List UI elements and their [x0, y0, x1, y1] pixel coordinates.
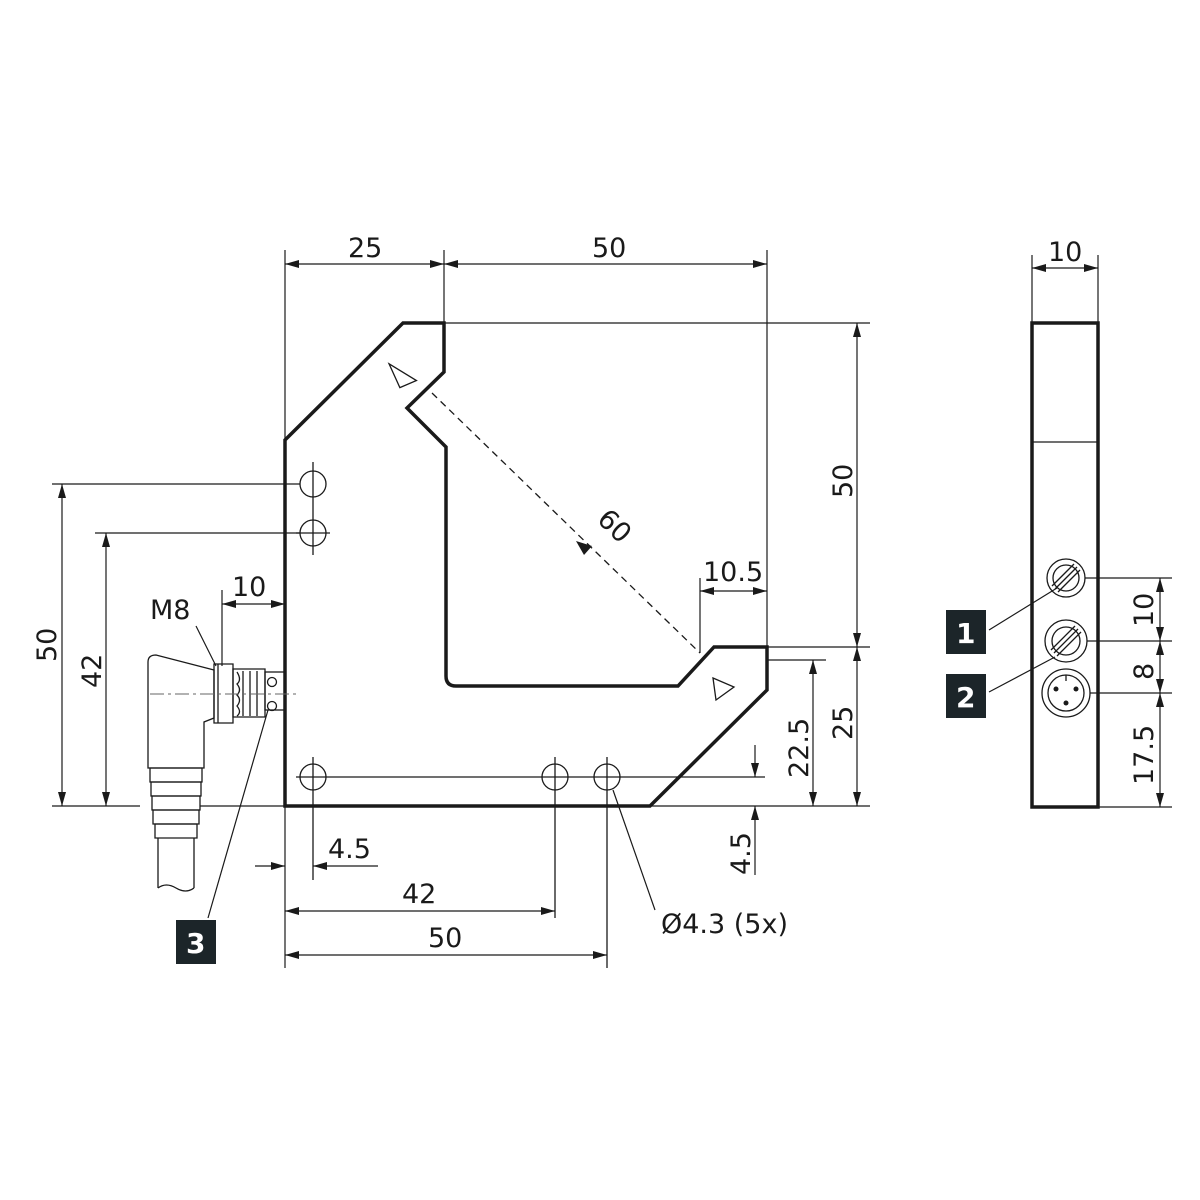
dim-50-bottom: 50	[428, 923, 462, 954]
left-dimensions: 50 42	[32, 483, 300, 807]
svg-text:2: 2	[956, 681, 975, 714]
dim-50-right: 50	[828, 464, 859, 498]
dim-10-connector: 10	[232, 572, 266, 603]
front-view: 60 25 50	[32, 233, 870, 968]
badge-1: 1	[946, 610, 986, 654]
optical-axis-line	[431, 392, 701, 654]
receiver-triangle-icon	[387, 362, 418, 389]
dim-42-bottom: 42	[402, 879, 436, 910]
optical-axis-arrow	[576, 541, 592, 555]
dim-8-side: 8	[1129, 663, 1160, 680]
dim-50-left: 50	[32, 628, 63, 662]
dim-10-thickness: 10	[1048, 237, 1082, 268]
dim-42-left: 42	[77, 654, 108, 688]
hole-diameter-label: Ø4.3 (5x)	[661, 909, 788, 940]
diagonal-60-label: 60	[591, 503, 637, 549]
badge-2: 2	[946, 674, 986, 718]
top-dimensions: 25 50	[284, 233, 768, 647]
potentiometer-2-icon	[1044, 619, 1088, 663]
side-view: 10	[946, 237, 1172, 809]
dim-22-5: 22.5	[784, 718, 815, 778]
connector-socket-icon	[1041, 668, 1091, 718]
badge-3: 3	[176, 920, 216, 964]
dim-25-right: 25	[828, 706, 859, 740]
right-dimensions: 50 25 22.5 4.5 10.5	[444, 322, 870, 875]
side-housing	[1030, 321, 1100, 809]
dim-10-side: 10	[1129, 593, 1160, 627]
dim-4-5-horizontal: 4.5	[328, 834, 371, 865]
svg-text:1: 1	[956, 617, 975, 650]
emitter-triangle-icon	[712, 676, 736, 702]
dim-10-5: 10.5	[703, 557, 763, 588]
mounting-holes	[296, 462, 640, 968]
dim-4-5-vertical: 4.5	[726, 832, 757, 875]
bottom-dimensions: 4.5 42 50 Ø4.3 (5x)	[255, 789, 788, 968]
m8-connector: M8 10	[147, 572, 298, 919]
housing-outline	[283, 321, 769, 808]
dim-50-top: 50	[592, 233, 626, 264]
svg-text:3: 3	[186, 927, 205, 960]
dim-17-5-side: 17.5	[1129, 725, 1160, 785]
dim-25-top: 25	[348, 233, 382, 264]
thread-label: M8	[150, 595, 190, 626]
